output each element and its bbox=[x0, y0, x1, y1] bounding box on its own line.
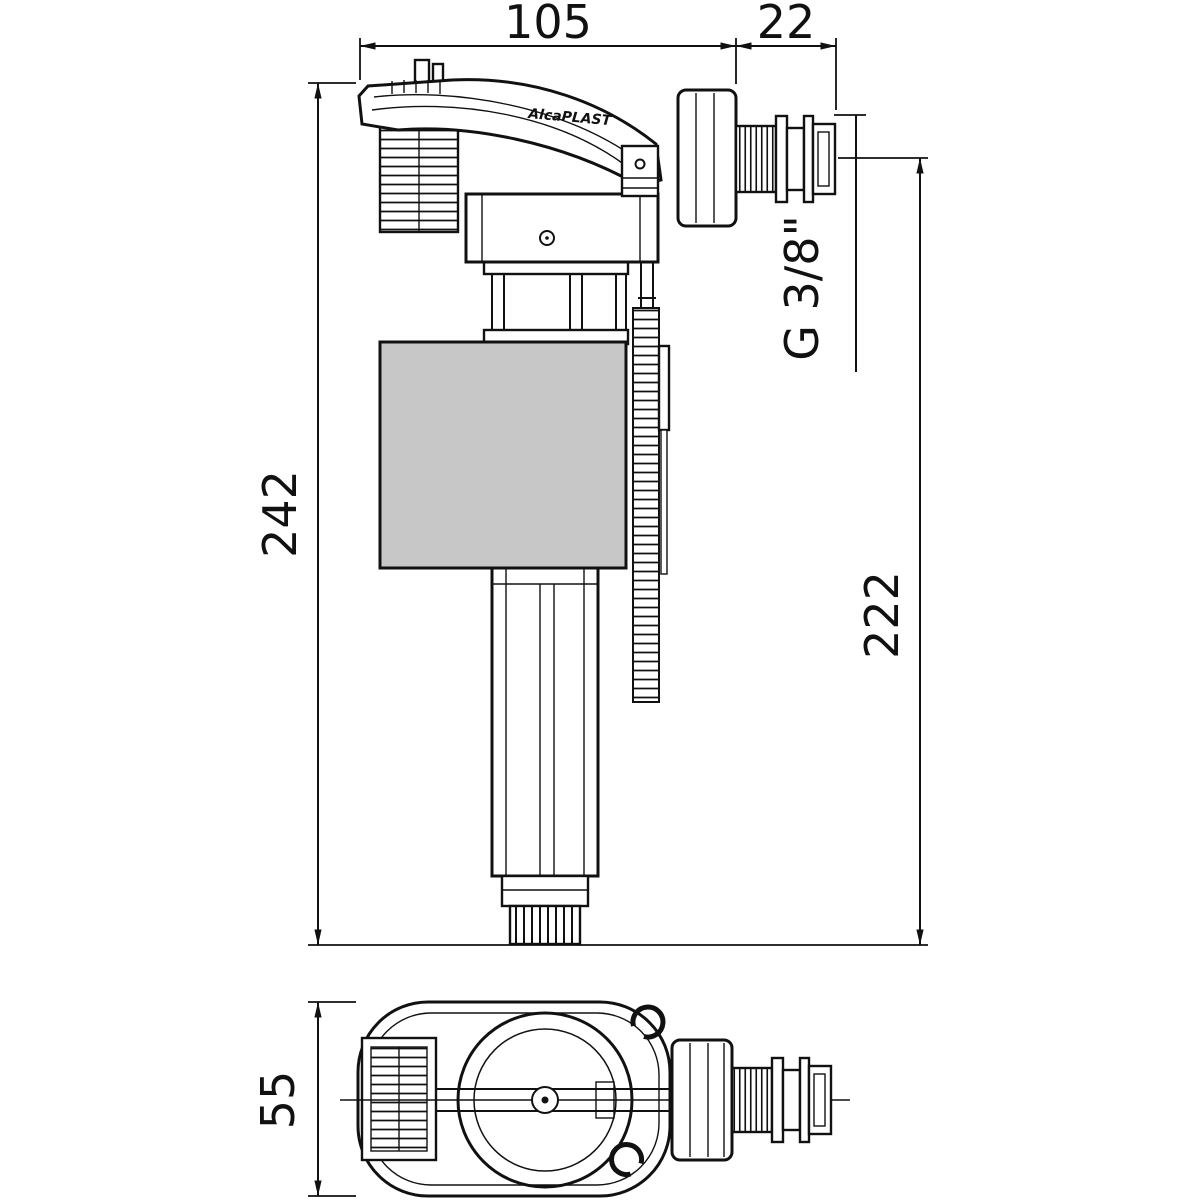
retaining-hook-bottom bbox=[609, 1142, 645, 1178]
inlet-thread bbox=[734, 124, 778, 194]
thread-size-label: G 3/8" bbox=[775, 215, 829, 360]
dim-label-22: 22 bbox=[757, 0, 816, 49]
dimension-242: 242 bbox=[253, 82, 928, 946]
adjustment-rack bbox=[378, 124, 460, 234]
threaded-rod bbox=[632, 194, 671, 703]
dim-label-105: 105 bbox=[504, 0, 592, 49]
brand-logo: AlcaPLAST bbox=[527, 106, 614, 129]
dimension-22: 22 bbox=[736, 0, 837, 110]
telescopic-tube bbox=[490, 566, 600, 946]
dimension-105: 105 bbox=[359, 0, 737, 84]
arm-pivot bbox=[620, 144, 660, 198]
bottom-cap bbox=[508, 904, 582, 946]
top-view bbox=[340, 1000, 850, 1198]
dimension-55: 55 bbox=[251, 1001, 356, 1197]
inlet-thread-top bbox=[730, 1066, 774, 1134]
inlet-fitting-top bbox=[770, 1056, 833, 1144]
float-body bbox=[378, 340, 628, 570]
float-arm: AlcaPLAST bbox=[357, 58, 663, 187]
valve-top-circles bbox=[456, 1011, 634, 1189]
inlet-assembly-top-view bbox=[670, 1038, 833, 1162]
inlet-assembly bbox=[676, 88, 837, 228]
dim-label-55: 55 bbox=[251, 1071, 305, 1130]
inlet-nut-top bbox=[670, 1038, 734, 1162]
retaining-hook-top bbox=[630, 1004, 666, 1040]
rack-top-view bbox=[360, 1036, 438, 1162]
inlet-fitting bbox=[774, 114, 837, 204]
valve-header bbox=[464, 192, 660, 264]
side-view: AlcaPLAST bbox=[357, 58, 837, 946]
dim-label-242: 242 bbox=[253, 470, 307, 558]
support-frame bbox=[482, 260, 630, 346]
dim-label-222: 222 bbox=[855, 571, 909, 659]
dimension-222: 222 bbox=[838, 157, 928, 945]
thread-size-annotation: G 3/8" bbox=[775, 114, 866, 372]
inlet-nut bbox=[676, 88, 738, 228]
